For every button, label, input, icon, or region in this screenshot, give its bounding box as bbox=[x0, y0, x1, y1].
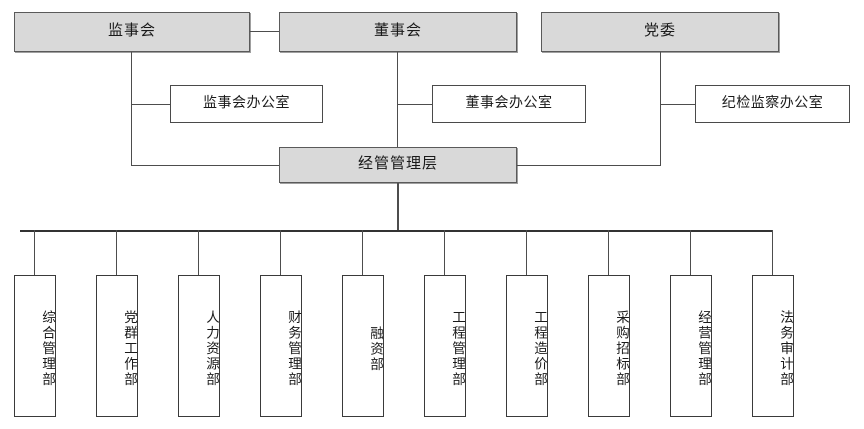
node-department-9[interactable]: 经营管理部 bbox=[670, 275, 712, 417]
node-supervisory-board-label: 监事会 bbox=[107, 23, 156, 40]
connector-party-to-office bbox=[660, 104, 696, 105]
node-supervisory-office-label: 监事会办公室 bbox=[203, 95, 290, 111]
node-discipline-office-label: 纪检监察办公室 bbox=[721, 95, 824, 111]
connector-supervisory-to-board bbox=[250, 31, 279, 32]
node-party-committee[interactable]: 党委 bbox=[541, 12, 779, 52]
node-department-4-label: 财务管理部 bbox=[286, 310, 301, 388]
node-board-of-directors-label: 董事会 bbox=[373, 23, 422, 40]
connector-dept-stem-1 bbox=[34, 230, 35, 275]
node-management-layer[interactable]: 经管管理层 bbox=[279, 147, 517, 183]
node-department-3-label: 人力资源部 bbox=[204, 310, 219, 388]
connector-dept-stem-5 bbox=[362, 230, 363, 275]
node-department-2-label: 党群工作部 bbox=[122, 310, 137, 388]
node-department-10-label: 法务审计部 bbox=[778, 310, 793, 388]
connector-department-bus bbox=[20, 230, 772, 232]
connector-dept-stem-4 bbox=[280, 230, 281, 275]
connector-supervisory-vertical bbox=[131, 52, 132, 165]
node-discipline-office[interactable]: 纪检监察办公室 bbox=[695, 85, 850, 123]
node-department-6-label: 工程管理部 bbox=[450, 310, 465, 388]
connector-dept-stem-7 bbox=[526, 230, 527, 275]
node-department-5-label: 融资部 bbox=[368, 325, 383, 373]
connector-dept-stem-10 bbox=[772, 230, 773, 275]
connector-dept-stem-8 bbox=[608, 230, 609, 275]
node-department-2[interactable]: 党群工作部 bbox=[96, 275, 138, 417]
connector-party-vertical bbox=[660, 52, 661, 165]
connector-supervisory-to-management bbox=[131, 165, 279, 166]
node-party-committee-label: 党委 bbox=[643, 23, 676, 40]
node-department-10[interactable]: 法务审计部 bbox=[752, 275, 794, 417]
node-board-of-directors[interactable]: 董事会 bbox=[279, 12, 517, 52]
node-department-3[interactable]: 人力资源部 bbox=[178, 275, 220, 417]
node-department-9-label: 经营管理部 bbox=[696, 310, 711, 388]
node-department-1[interactable]: 综合管理部 bbox=[14, 275, 56, 417]
connector-dept-stem-9 bbox=[690, 230, 691, 275]
connector-supervisory-to-office bbox=[131, 104, 171, 105]
node-board-office[interactable]: 董事会办公室 bbox=[432, 85, 586, 123]
node-supervisory-board[interactable]: 监事会 bbox=[14, 12, 250, 52]
connector-party-to-management bbox=[517, 165, 661, 166]
node-department-7-label: 工程造价部 bbox=[532, 310, 547, 388]
node-management-layer-label: 经管管理层 bbox=[357, 156, 438, 173]
connector-dept-stem-6 bbox=[444, 230, 445, 275]
node-department-8[interactable]: 采购招标部 bbox=[588, 275, 630, 417]
node-department-5[interactable]: 融资部 bbox=[342, 275, 384, 417]
node-department-6[interactable]: 工程管理部 bbox=[424, 275, 466, 417]
node-supervisory-office[interactable]: 监事会办公室 bbox=[170, 85, 323, 123]
node-department-7[interactable]: 工程造价部 bbox=[506, 275, 548, 417]
connector-management-trunk bbox=[397, 183, 399, 231]
connector-board-to-office bbox=[397, 104, 433, 105]
node-department-4[interactable]: 财务管理部 bbox=[260, 275, 302, 417]
connector-board-vertical bbox=[397, 52, 398, 148]
connector-dept-stem-3 bbox=[198, 230, 199, 275]
node-board-office-label: 董事会办公室 bbox=[465, 95, 553, 111]
node-department-1-label: 综合管理部 bbox=[40, 310, 55, 388]
connector-dept-stem-2 bbox=[116, 230, 117, 275]
node-department-8-label: 采购招标部 bbox=[614, 310, 629, 388]
